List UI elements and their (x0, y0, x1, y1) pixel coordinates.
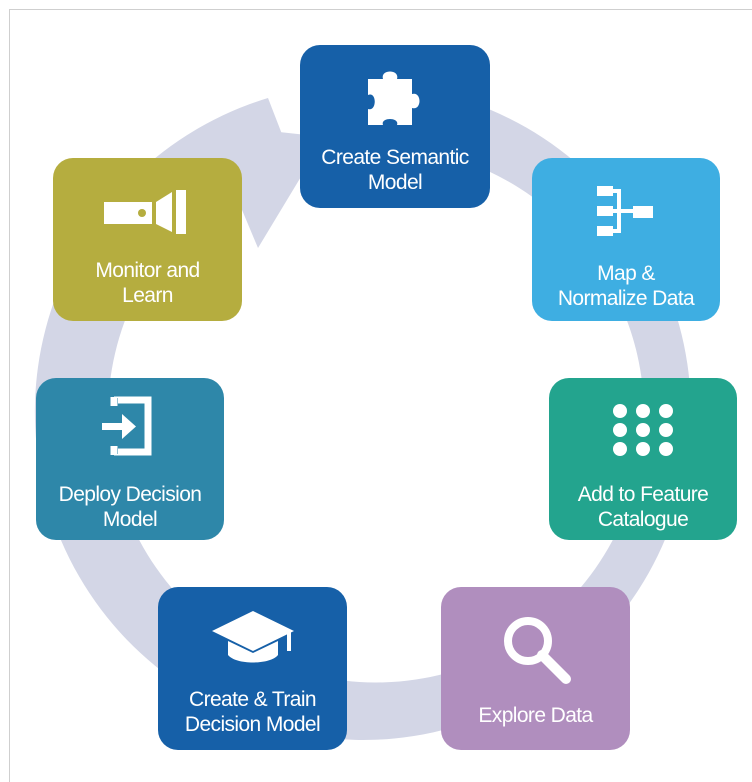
step-label: Create Semantic Model (321, 146, 469, 194)
step-label: Explore Data (478, 704, 593, 727)
step-label: Add to Feature Catalogue (577, 483, 709, 531)
grid-dots-icon (549, 402, 737, 458)
step-label: Deploy Decision Model (58, 483, 202, 531)
search-icon (441, 611, 630, 687)
step-label: Create & Train Decision Model (184, 688, 321, 736)
step-label: Monitor and Learn (95, 259, 200, 307)
cycle-arrow-head (206, 124, 325, 248)
hierarchy-icon (532, 184, 720, 244)
step-create-train-decision-model: Create & Train Decision Model (158, 587, 347, 750)
step-monitor-and-learn: Monitor and Learn (53, 158, 242, 321)
step-explore-data: Explore Data (441, 587, 630, 750)
puzzle-icon (300, 65, 490, 129)
step-deploy-decision-model: Deploy Decision Model (36, 378, 224, 540)
step-label: Map & Normalize Data (557, 262, 695, 310)
step-map-normalize-data: Map & Normalize Data (532, 158, 720, 321)
step-create-semantic-model: Create Semantic Model (300, 45, 490, 208)
login-icon (36, 394, 224, 458)
step-add-to-feature-catalogue: Add to Feature Catalogue (549, 378, 737, 540)
projector-icon (53, 188, 242, 236)
graduation-cap-icon (158, 609, 347, 667)
